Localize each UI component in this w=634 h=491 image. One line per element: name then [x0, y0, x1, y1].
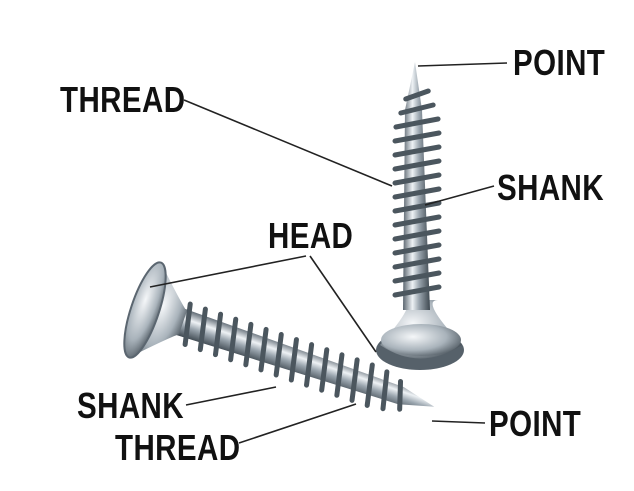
thread-ridge: [392, 172, 442, 186]
thread-ridge: [212, 311, 224, 358]
leader-point-top: [417, 62, 508, 67]
thread-ridge: [273, 332, 284, 378]
thread-ridge: [393, 116, 441, 130]
thread-ridge: [288, 337, 299, 383]
thread-ridge: [258, 326, 269, 373]
thread-ridge: [228, 316, 239, 363]
thread-ridge: [380, 369, 390, 412]
thread-ridge: [392, 270, 442, 284]
thread-ridge: [392, 284, 442, 298]
thread-ridge: [197, 306, 208, 353]
leader-shank-right: [424, 185, 495, 206]
leader-head-left: [149, 255, 307, 288]
thread-ridge: [349, 357, 360, 403]
thread-ridge: [243, 321, 254, 368]
thread-ridge: [403, 88, 431, 102]
label-shank-right: SHANK: [497, 167, 605, 208]
leader-head-right: [309, 255, 377, 353]
thread-ridge: [182, 301, 193, 348]
label-point-top: POINT: [513, 42, 606, 83]
thread-ridge: [397, 378, 404, 412]
thread-ridge: [392, 228, 442, 242]
thread-ridge: [392, 158, 442, 172]
thread-ridge: [364, 362, 375, 408]
thread-ridge: [392, 214, 442, 228]
leader-point-bottom: [431, 420, 486, 424]
lying-screw: [123, 261, 435, 412]
leader-thread-top: [183, 99, 393, 187]
thread-ridge: [398, 102, 436, 116]
thread-ridge: [334, 352, 345, 398]
label-point-bottom: POINT: [489, 403, 582, 444]
thread-ridge: [392, 200, 442, 214]
thread-ridge: [392, 242, 442, 256]
thread-ridge: [304, 342, 315, 388]
thread-ridge: [392, 186, 442, 200]
thread-ridge: [319, 347, 330, 393]
upright-screw: [376, 62, 464, 370]
label-shank-bottom: SHANK: [77, 385, 185, 426]
leader-lines: [149, 62, 508, 444]
thread-ridge: [392, 256, 442, 270]
leader-shank-bottom: [185, 386, 277, 406]
label-thread-bottom: THREAD: [115, 427, 241, 468]
leader-thread-bottom: [238, 403, 357, 444]
thread-ridge: [392, 144, 442, 158]
label-head: HEAD: [268, 215, 354, 256]
thread-ridge: [392, 130, 442, 144]
label-thread-top: THREAD: [60, 79, 186, 120]
